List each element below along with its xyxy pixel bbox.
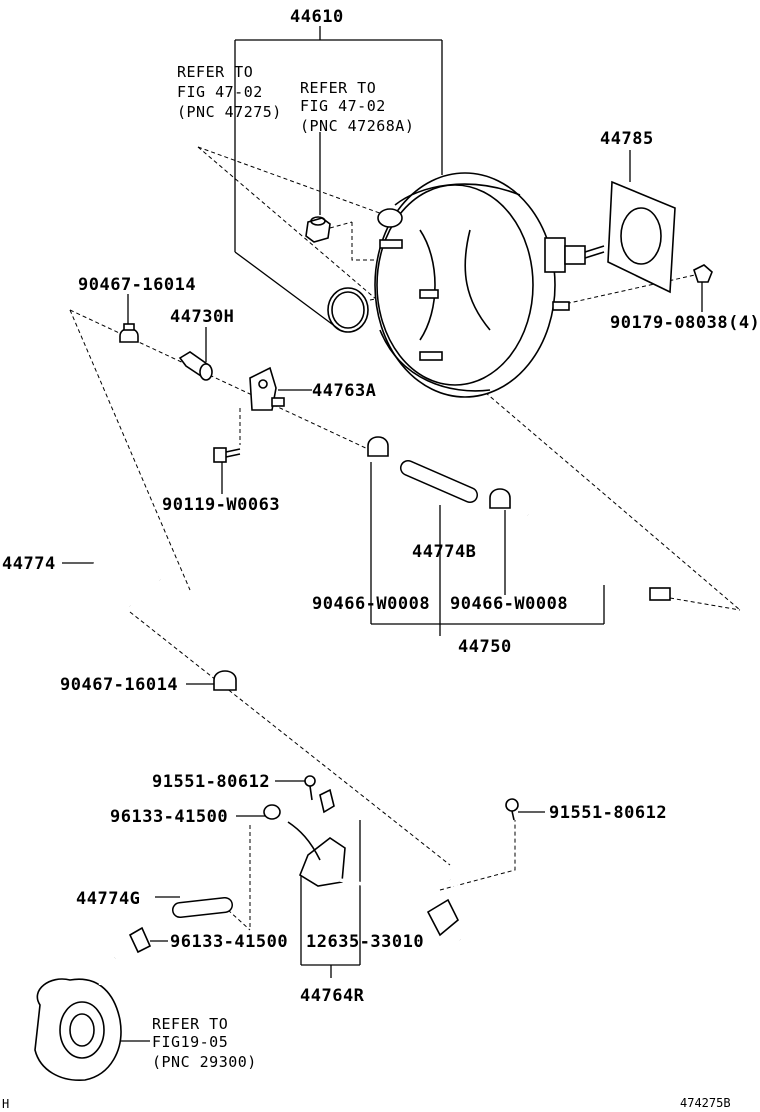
label-90467-mid: 90467-16014 bbox=[60, 675, 178, 695]
leader-lines bbox=[62, 26, 703, 1042]
label-44763A: 44763A bbox=[312, 381, 376, 401]
label-44610: 44610 bbox=[290, 7, 344, 27]
gasket-plate bbox=[607, 180, 676, 294]
bracket-44763A bbox=[249, 366, 285, 411]
label-44785: 44785 bbox=[600, 129, 654, 149]
hose-44774B bbox=[400, 460, 478, 503]
bolt-90119 bbox=[213, 447, 241, 463]
bracket-44764R bbox=[287, 821, 346, 887]
fitting-12635 bbox=[319, 788, 335, 814]
label-90466-b: 90466-W0008 bbox=[450, 594, 568, 614]
label-12635: 12635-33010 bbox=[306, 932, 424, 952]
label-96133-a: 96133-41500 bbox=[110, 807, 228, 827]
bolt-91551-a bbox=[304, 775, 316, 801]
label-90179: 90179-08038(4) bbox=[610, 313, 760, 333]
check-valve-44730H bbox=[178, 351, 213, 381]
brake-booster bbox=[374, 172, 605, 398]
hose-44774G bbox=[172, 897, 233, 918]
nut-part bbox=[693, 264, 713, 283]
grommet-part bbox=[305, 216, 331, 243]
label-44774: 44774 bbox=[2, 554, 56, 574]
refer-a-line2: FIG 47-02 bbox=[177, 83, 263, 101]
label-44764R: 44764R bbox=[300, 986, 365, 1006]
label-44774G: 44774G bbox=[76, 889, 140, 909]
refer-b-line3: (PNC 47268A) bbox=[300, 117, 414, 135]
refer-b-line1: REFER TO bbox=[300, 79, 376, 97]
label-44750: 44750 bbox=[458, 637, 512, 657]
clip-mid bbox=[213, 670, 237, 691]
clip-96133-a bbox=[263, 804, 281, 820]
refer-b-line2: FIG 47-02 bbox=[300, 97, 386, 115]
clip-right-a bbox=[367, 436, 389, 457]
label-44774B: 44774B bbox=[412, 542, 476, 562]
dashed-assembly-lines bbox=[69, 146, 741, 931]
refer-c-line3: (PNC 29300) bbox=[152, 1053, 257, 1071]
vacuum-pipe-44750 bbox=[527, 513, 671, 601]
clip-right-b bbox=[489, 488, 511, 509]
label-90466-a: 90466-W0008 bbox=[312, 594, 430, 614]
refer-a-line1: REFER TO bbox=[177, 63, 253, 81]
pipe-lower bbox=[339, 878, 494, 966]
label-44730H: 44730H bbox=[170, 307, 234, 327]
refer-a-line3: (PNC 47275) bbox=[177, 103, 282, 121]
hose-44774 bbox=[92, 549, 164, 612]
o-ring-part bbox=[327, 287, 369, 333]
clip-96133-b bbox=[128, 926, 152, 954]
diagram-id: 474275B bbox=[680, 1096, 731, 1110]
corner-mark-left: H bbox=[2, 1097, 9, 1111]
refer-c-line1: REFER TO bbox=[152, 1015, 228, 1033]
label-91551-a: 91551-80612 bbox=[152, 772, 270, 792]
refer-c-line2: FIG19-05 bbox=[152, 1033, 228, 1051]
label-90119: 90119-W0063 bbox=[162, 495, 280, 515]
clip-top bbox=[119, 323, 139, 343]
vacuum-pump bbox=[34, 956, 122, 1081]
bolt-91551-b bbox=[505, 798, 519, 821]
label-90467-top: 90467-16014 bbox=[78, 275, 196, 295]
label-91551-b: 91551-80612 bbox=[549, 803, 667, 823]
label-96133-b: 96133-41500 bbox=[170, 932, 288, 952]
